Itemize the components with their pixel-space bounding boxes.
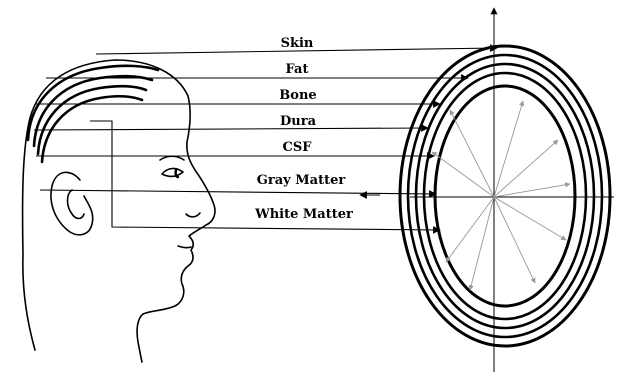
label-fat: Fat — [286, 62, 309, 77]
eyebrow-icon — [160, 156, 184, 160]
ring-skin — [400, 46, 610, 346]
label-dura: Dura — [280, 114, 317, 129]
eye-icon — [162, 168, 183, 176]
mouth-icon — [178, 246, 191, 248]
label-gray-matter: Gray Matter — [257, 173, 346, 188]
label-skin: Skin — [281, 36, 314, 51]
ring-bone — [416, 64, 594, 328]
head-profile — [23, 60, 215, 362]
label-csf: CSF — [283, 140, 313, 155]
ring-brain — [435, 86, 575, 306]
arrow-gray-matter — [40, 190, 436, 194]
label-white-matter: White Matter — [254, 207, 353, 222]
ring-fat — [408, 55, 602, 337]
ear-icon — [51, 172, 93, 235]
mapping-arrows — [34, 48, 497, 230]
head-outline — [23, 60, 215, 362]
tissue-rings — [400, 46, 610, 346]
nostril-icon — [186, 213, 200, 217]
scalp-layer-arcs — [28, 66, 158, 162]
label-bone: Bone — [279, 88, 316, 103]
arrow-dura — [34, 128, 428, 130]
radial-rays — [432, 101, 570, 290]
ring-dura — [424, 73, 586, 319]
